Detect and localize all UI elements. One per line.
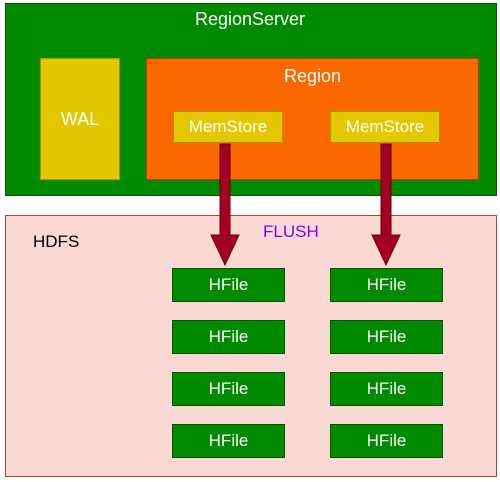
hfile-label: HFile <box>208 327 249 346</box>
hfile-box: HFile <box>172 268 285 302</box>
hdfs-label: HDFS <box>33 232 80 251</box>
hfile-label: HFile <box>208 379 249 398</box>
hfile-label: HFile <box>208 275 249 294</box>
memstore-label: MemStore <box>345 117 425 136</box>
hfile-box: HFile <box>330 320 443 354</box>
hfile-label: HFile <box>208 431 249 450</box>
flush-arrow <box>371 143 401 267</box>
memstore-box: MemStore <box>173 111 283 143</box>
regionserver-label: RegionServer <box>194 9 306 29</box>
hfile-box: HFile <box>172 424 285 458</box>
hfile-box: HFile <box>330 372 443 406</box>
hfile-label: HFile <box>366 379 407 398</box>
memstore-label: MemStore <box>188 117 268 136</box>
hfile-box: HFile <box>172 320 285 354</box>
wal-box: WAL <box>40 58 120 180</box>
hfile-box: HFile <box>330 268 443 302</box>
flush-arrow <box>210 143 240 267</box>
flush-label: FLUSH <box>263 222 319 241</box>
hfile-label: HFile <box>366 275 407 294</box>
hfile-label: HFile <box>366 327 407 346</box>
hfile-label: HFile <box>366 431 407 450</box>
memstore-box: MemStore <box>330 111 440 143</box>
region-label: Region <box>283 66 342 86</box>
wal-label: WAL <box>60 108 100 129</box>
hfile-box: HFile <box>330 424 443 458</box>
hfile-box: HFile <box>172 372 285 406</box>
